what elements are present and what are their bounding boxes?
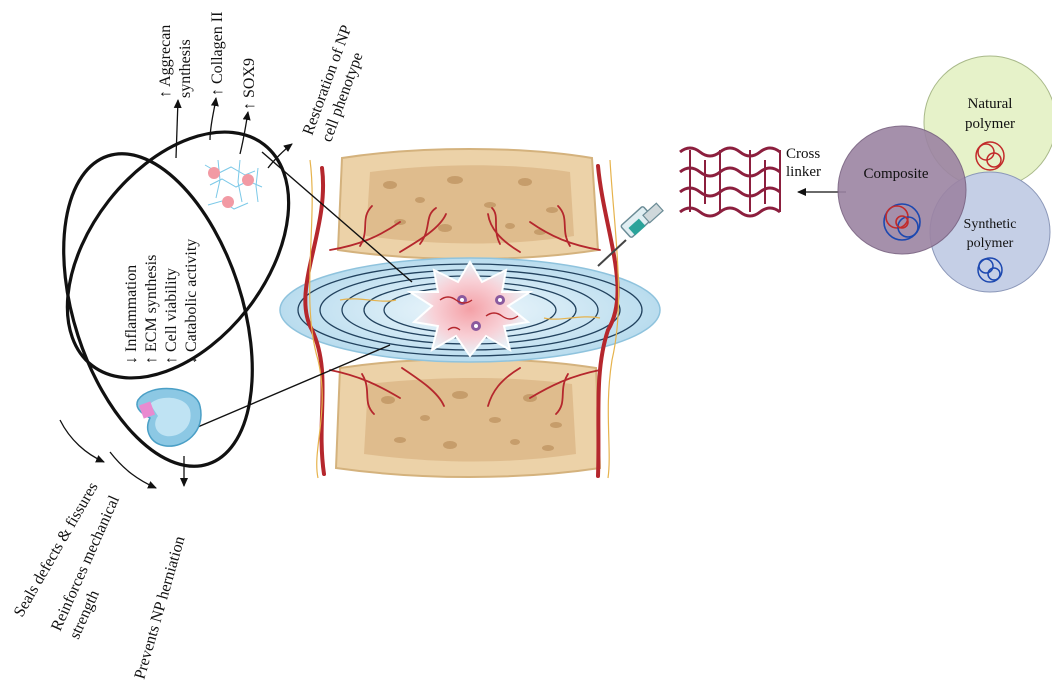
hydrogel-network (679, 146, 781, 218)
synthetic-polymer-label-line1: Synthetic (964, 217, 1017, 232)
crosslinker-label-line2: linker (786, 164, 821, 180)
crosslinker-label-line1: Cross (786, 146, 820, 162)
cell-viability-label: ↑ Cell viability (163, 268, 180, 364)
nerve-fibers (309, 159, 620, 479)
catabolic-activity-label: ↓ Catabolic activity (183, 239, 200, 364)
collagen-arrow (209, 97, 219, 141)
zoom-line-upper (261, 151, 413, 283)
annulus-repair-oval (62, 152, 254, 468)
capillaries (329, 205, 601, 415)
sox9-label: ↑ SOX9 (241, 58, 258, 110)
natural-polymer-label-line1: Natural (968, 96, 1013, 112)
sox9-arrow (239, 111, 251, 155)
spine-segment (279, 148, 661, 479)
aggrecan-label-line2: synthesis (177, 39, 194, 98)
np-fibers (439, 296, 519, 331)
annulus-patch-icon (136, 387, 202, 447)
composite-label: Composite (863, 166, 928, 182)
np-regeneration-oval (65, 130, 291, 380)
reinforces-arrow (109, 451, 157, 489)
synthetic-polymer-label-line2: polymer (967, 236, 1014, 251)
polymer-types: Natural polymer Composite Synthetic poly… (837, 55, 1052, 293)
zoom-line-lower (185, 344, 391, 433)
composite-polymer-coil-icon (883, 203, 921, 241)
seals-arrow (59, 419, 105, 463)
aggrecan-label-line1: ↑ Aggrecan (157, 25, 174, 98)
prevents-label: Prevents NP herniation (132, 534, 189, 681)
restoration-arrow (267, 143, 293, 169)
lower-vertebra-cancellous-bone (364, 378, 576, 462)
natural-polymer-label-line2: polymer (965, 116, 1015, 132)
hydrogel-cells-icon (204, 159, 263, 210)
injection-syringe (597, 202, 664, 267)
inflammation-label: ↓ Inflammation (123, 265, 140, 364)
nucleus-pulposus (406, 260, 534, 358)
collagen-label: ↑ Collagen II (209, 12, 226, 96)
synthetic-polymer-coil-icon (977, 257, 1003, 283)
composite-polymer-circle (837, 125, 967, 255)
natural-polymer-coil-icon (975, 141, 1005, 171)
aggrecan-arrow (173, 99, 182, 159)
ecm-synthesis-label: ↑ ECM synthesis (143, 255, 160, 364)
